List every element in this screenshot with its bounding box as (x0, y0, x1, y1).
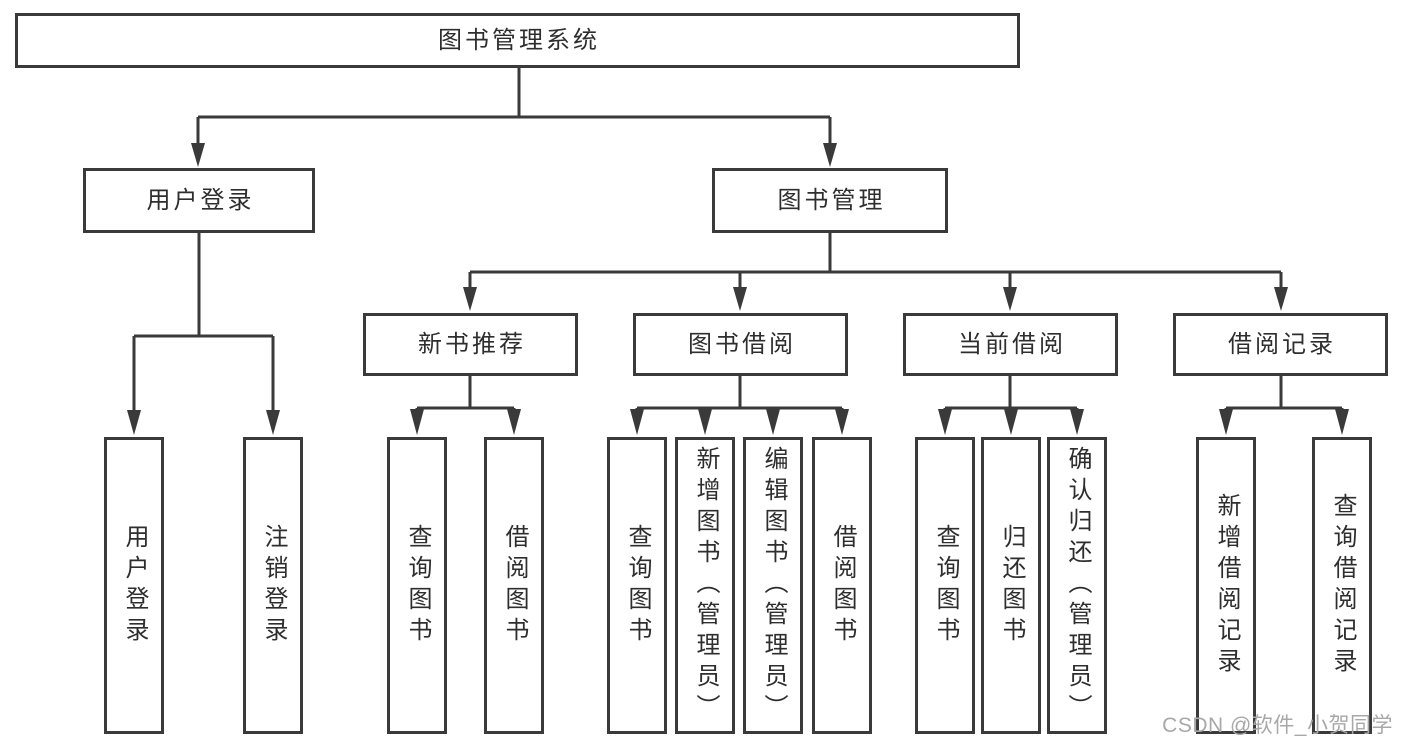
node-label: 图书借阅 (688, 330, 796, 358)
node-label: 编辑图书（管理员） (760, 446, 787, 725)
node-label: 查询借阅记录 (1329, 492, 1356, 679)
leaf-add-borrow-record: 新增借阅记录 (1196, 437, 1256, 734)
edge-line (943, 376, 1079, 411)
edge-line (1224, 376, 1344, 411)
arrowhead (463, 287, 477, 311)
arrowhead (266, 410, 280, 435)
node-label: 注销登录 (260, 523, 287, 648)
node-label: 新书推荐 (418, 330, 526, 358)
edge-root-to-level1 (191, 68, 837, 167)
arrowhead (127, 410, 141, 435)
arrowhead (835, 409, 849, 435)
arrowhead (630, 409, 644, 435)
edge-line (468, 233, 1283, 289)
edge-borrow-records-to-children (1219, 376, 1349, 435)
arrowhead (733, 287, 747, 311)
edge-line (415, 376, 516, 411)
leaf-return-books: 归还图书 (981, 437, 1041, 734)
node-label: 归还图书 (998, 523, 1025, 648)
arrowhead (938, 409, 952, 435)
leaf-confirm-return-admin: 确认归还（管理员） (1047, 437, 1107, 734)
leaf-query-borrow-record: 查询借阅记录 (1312, 437, 1372, 734)
edge-book-borrow-to-children (630, 376, 849, 435)
edge-line (635, 376, 844, 411)
node-label: 新增图书（管理员） (692, 446, 719, 725)
node-label: 查询图书 (404, 523, 431, 648)
arrowhead (1070, 409, 1084, 435)
node-label: 图书管理 (777, 186, 886, 214)
node-current-borrowing: 当前借阅 (903, 313, 1118, 376)
arrowhead (823, 143, 837, 167)
node-label: 新增借阅记录 (1213, 492, 1240, 679)
leaf-borrow-books: 借阅图书 (812, 437, 872, 734)
node-label: 借阅记录 (1228, 330, 1336, 358)
arrowhead (1274, 287, 1288, 311)
arrowhead (1003, 287, 1017, 311)
node-label: 借阅图书 (501, 523, 528, 648)
edge-new-book-rec-to-children (410, 376, 521, 435)
node-book-borrowing: 图书借阅 (633, 313, 848, 376)
arrowhead (698, 409, 712, 435)
leaf-edit-books-admin: 编辑图书（管理员） (743, 437, 803, 734)
node-user-login: 用户登录 (83, 168, 315, 233)
leaf-add-books-admin: 新增图书（管理员） (675, 437, 735, 734)
edge-line (196, 68, 832, 146)
arrowhead (507, 409, 521, 435)
node-label: 查询图书 (932, 523, 959, 648)
leaf-user-login: 用户登录 (104, 437, 164, 734)
csdn-watermark: CSDN @软件_小贺同学 (1162, 714, 1393, 737)
edge-book-management-to-level2 (463, 233, 1288, 311)
edge-line (132, 233, 275, 413)
leaf-query-books: 查询图书 (607, 437, 667, 734)
arrowhead (766, 409, 780, 435)
arrowhead (410, 409, 424, 435)
node-label: 用户登录 (121, 523, 148, 648)
node-label: 图书管理系统 (438, 26, 600, 54)
leaf-query-books: 查询图书 (915, 437, 975, 734)
arrowhead (1004, 409, 1018, 435)
arrowhead (191, 143, 205, 167)
leaf-logout: 注销登录 (243, 437, 303, 734)
node-library-management-system: 图书管理系统 (15, 13, 1020, 68)
node-label: 当前借阅 (958, 330, 1066, 358)
node-new-book-recommendation: 新书推荐 (363, 313, 578, 376)
leaf-borrow-books: 借阅图书 (484, 437, 544, 734)
node-label: 用户登录 (146, 186, 255, 214)
node-label: 确认归还（管理员） (1064, 446, 1091, 725)
node-label: 借阅图书 (829, 523, 856, 648)
edge-user-login-to-children (127, 233, 280, 435)
node-borrowing-records: 借阅记录 (1173, 313, 1388, 376)
arrowhead (1335, 409, 1349, 435)
node-book-management: 图书管理 (712, 168, 948, 233)
leaf-query-books: 查询图书 (387, 437, 447, 734)
arrowhead (1219, 409, 1233, 435)
edge-current-borrow-to-children (938, 376, 1084, 435)
node-label: 查询图书 (624, 523, 651, 648)
